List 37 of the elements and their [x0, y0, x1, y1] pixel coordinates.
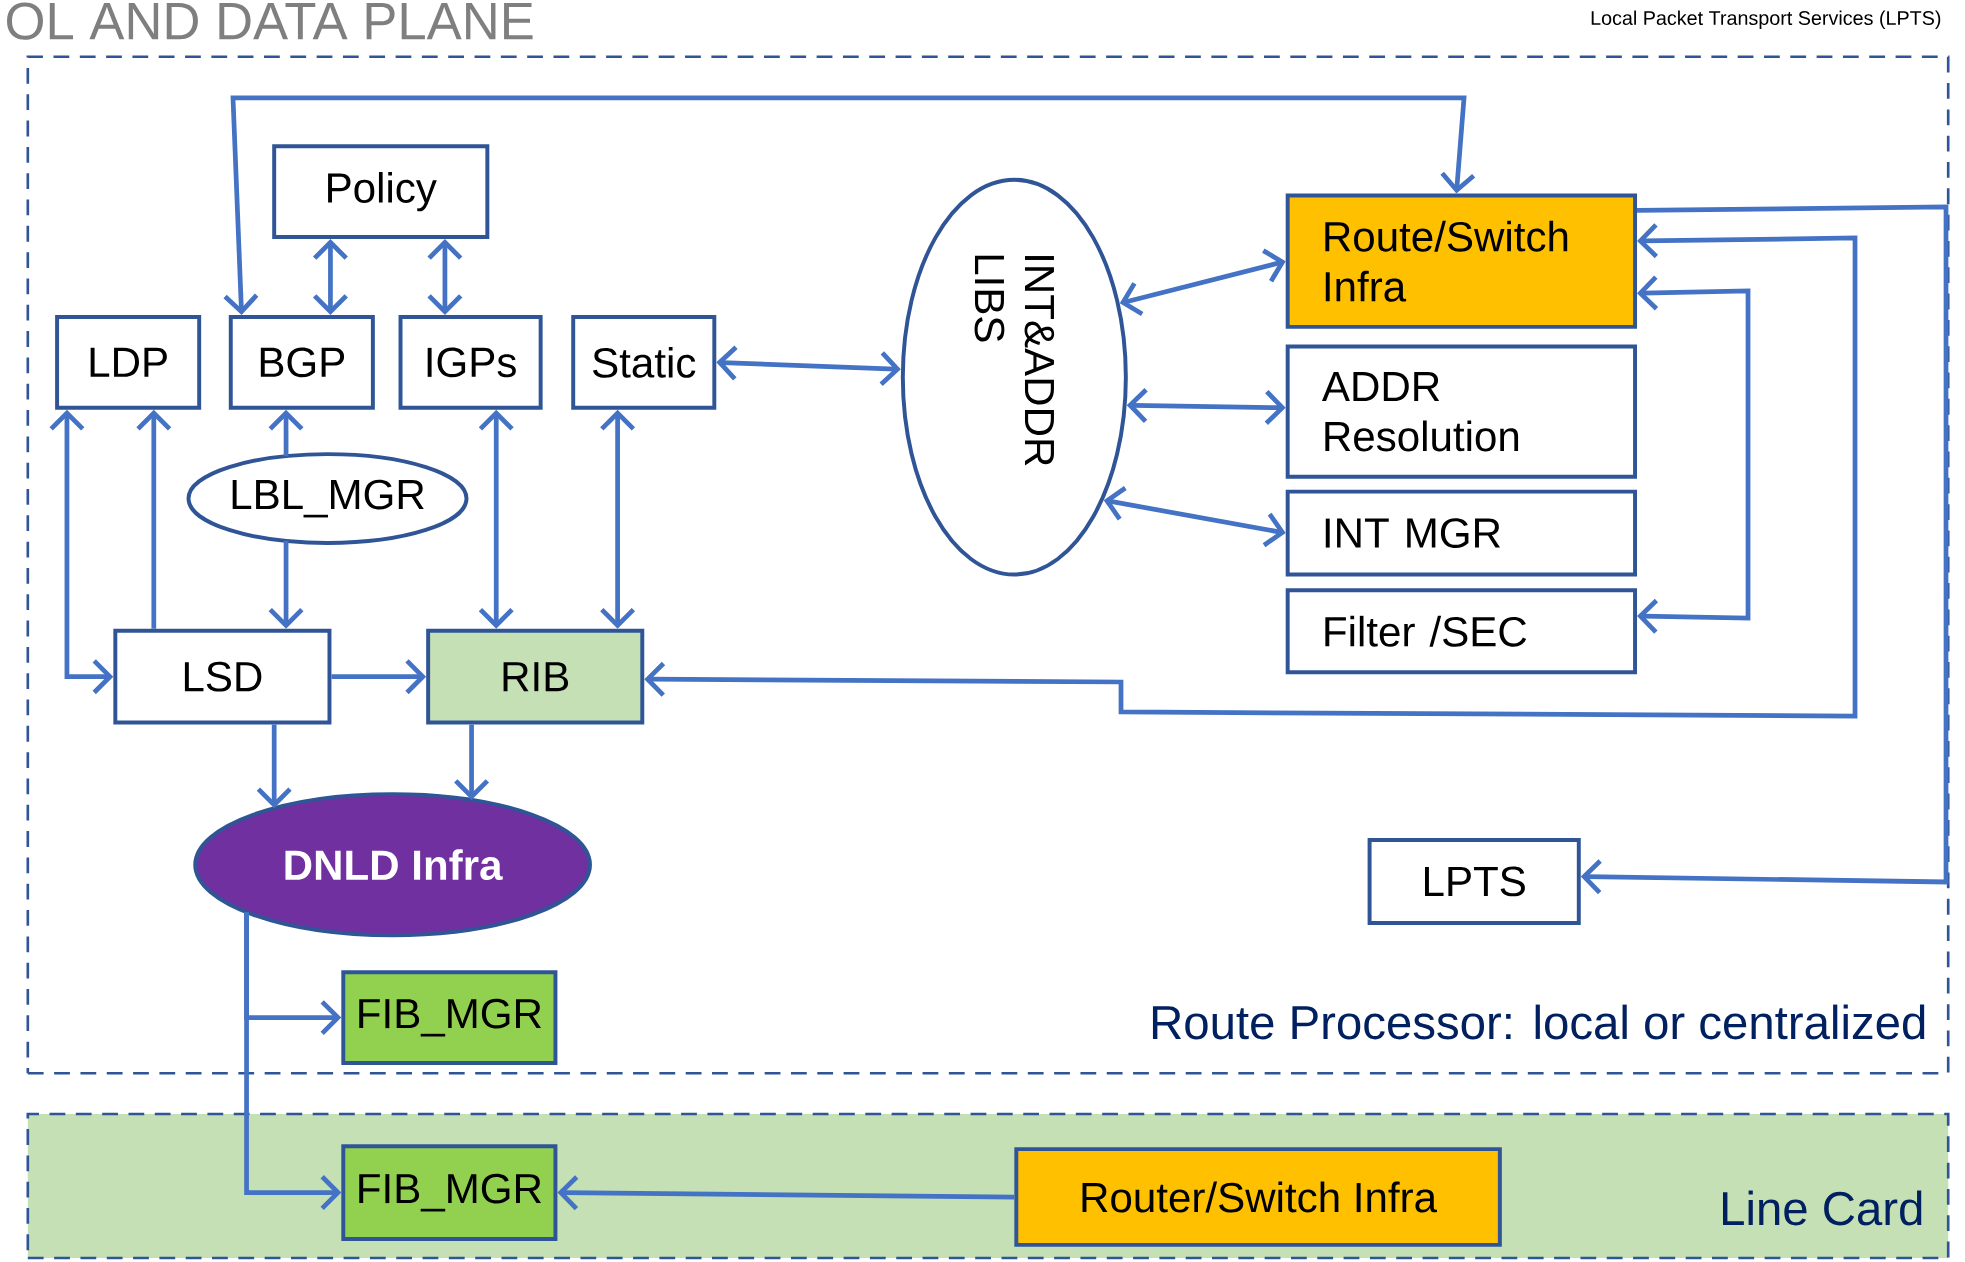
title: OL AND DATA PLANE — [7, 2, 533, 40]
arrow — [1119, 248, 1286, 316]
arrow — [1103, 486, 1286, 548]
arrow — [244, 912, 342, 1211]
process-box: Policy — [272, 144, 490, 239]
arrow — [557, 1175, 1015, 1211]
process-box: FIB_MGR — [341, 1144, 558, 1241]
arrow — [331, 659, 427, 695]
process-box: INT MGR — [1285, 489, 1638, 577]
arrow — [427, 239, 463, 315]
arrow — [454, 724, 489, 801]
process-box: Router/Switch Infra — [1014, 1147, 1502, 1247]
process-box: FIB_MGR — [341, 970, 558, 1065]
process-box: Static — [571, 315, 717, 410]
header-label: Local Packet Transport Services (LPTS) — [1591, 10, 1941, 29]
arrow — [256, 724, 292, 809]
arrow — [223, 95, 1476, 315]
process-box: RIB — [426, 628, 645, 725]
process-box: Route/Switch Infra — [1285, 193, 1638, 329]
process-box: LDP — [55, 315, 202, 410]
process-box: ADDR Resolution — [1285, 344, 1638, 479]
arrow — [136, 409, 172, 629]
arrow — [1126, 388, 1286, 425]
arrow — [600, 409, 636, 629]
arrow — [478, 409, 514, 629]
process-box: BGP — [228, 315, 375, 410]
arrow — [313, 239, 348, 315]
process-box: LSD — [113, 628, 332, 725]
arrow — [716, 345, 901, 387]
process-box: Filter /SEC — [1285, 588, 1638, 675]
process-box: IGPs — [398, 315, 543, 410]
arrow — [1637, 275, 1751, 634]
arrow — [49, 409, 114, 695]
arrow — [268, 540, 304, 629]
arrow — [644, 223, 1858, 719]
process-box: LPTS — [1367, 838, 1581, 925]
arrow — [1580, 204, 1949, 895]
